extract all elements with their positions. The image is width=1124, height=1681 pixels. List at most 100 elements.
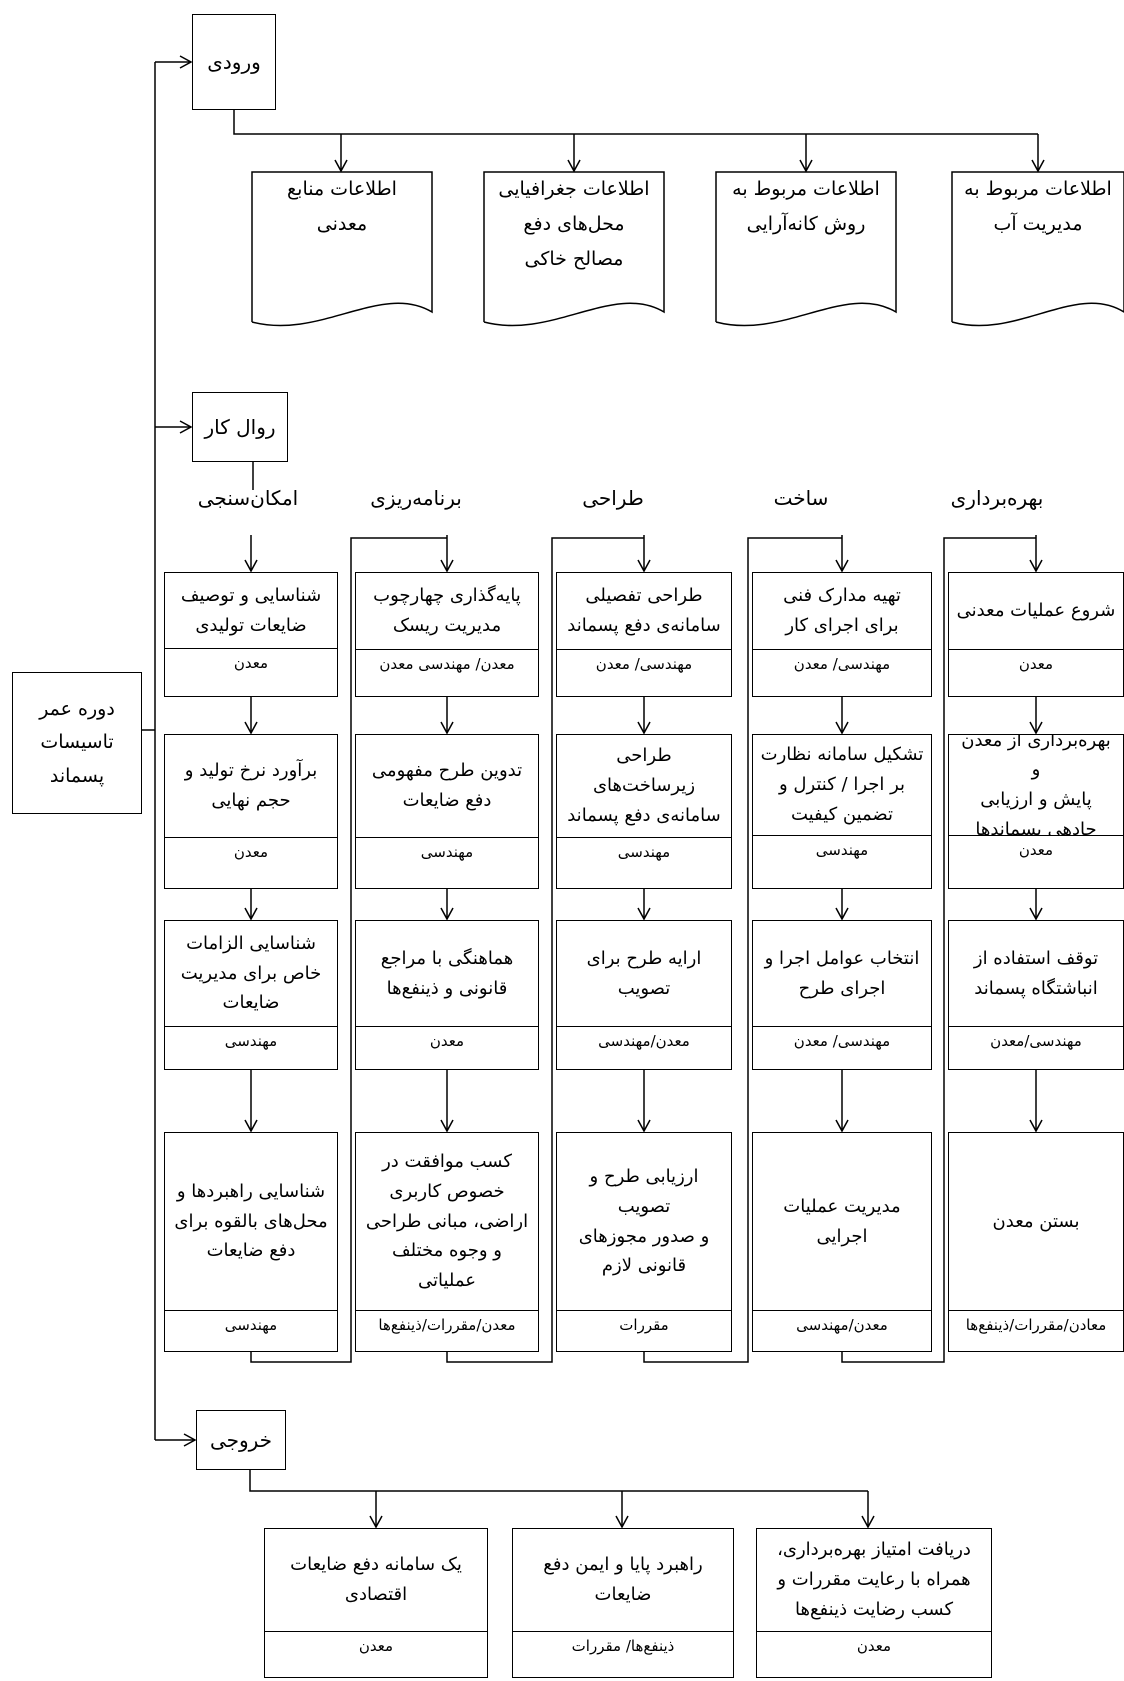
input-document-shape	[251, 171, 433, 327]
phase-arrow-2-head	[637, 559, 651, 573]
section-input: ورودی	[192, 14, 276, 110]
step-owner: مهندسی/ معدن	[753, 649, 931, 696]
step-owner: معدن	[165, 648, 337, 696]
step-arrow-4-1-head	[1029, 907, 1043, 921]
step-box: مدیریت عملیات اجرایی معدن/مهندسی	[752, 1132, 932, 1352]
step-text: طراحی تفصیلی سامانه‌ی دفع پسماند	[567, 585, 721, 636]
step-text: برآورد نرخ تولید و حجم نهایی	[184, 760, 318, 811]
step-text: شناسایی الزامات خاص برای مدیریت ضایعات	[180, 932, 322, 1014]
output-owner: معدن	[265, 1631, 487, 1677]
output-box: یک سامانه دفع ضایعات اقتصادی معدن	[264, 1528, 488, 1678]
step-owner: معدن	[165, 837, 337, 888]
step-text: کسب موافقت در خصوص کاربری اراضی، مبانی ط…	[365, 1151, 529, 1292]
arrow-to-output-1-head	[615, 1515, 629, 1529]
phase-operation-label: بهره‌برداری	[950, 486, 1044, 510]
step-arrow-3-2-head	[835, 1119, 849, 1133]
phase-return-connector-3	[841, 537, 1036, 1363]
lifecycle-box: دوره عمر تاسیسات پسماند	[12, 672, 142, 814]
step-owner: مهندسی	[753, 835, 931, 888]
phase-return-connector-0	[250, 537, 447, 1363]
step-arrow-0-2-head	[244, 1119, 258, 1133]
step-arrow-2-1-head	[637, 907, 651, 921]
phase-feasibility-label: امکان‌سنجی	[197, 486, 299, 510]
step-box: کسب موافقت در خصوص کاربری اراضی، مبانی ط…	[355, 1132, 539, 1352]
step-owner: معدن/مهندسی	[753, 1310, 931, 1351]
step-arrow-2-0-head	[637, 721, 651, 735]
input-document: اطلاعات مربوط به مدیریت آب	[964, 178, 1112, 236]
step-owner: معدن	[949, 835, 1123, 888]
phase-return-connector-2	[643, 537, 842, 1363]
arrow-to-output-head	[183, 1433, 197, 1447]
arrow-to-output-2-head	[861, 1515, 875, 1529]
output-bus	[249, 1470, 868, 1492]
step-box: هماهنگی با مراجع قانونی و ذینفع‌ها معدن	[355, 920, 539, 1070]
step-owner: معدن/مهندسی	[557, 1026, 731, 1069]
step-box: بستن معدن معادن/مقررات/ذینفع‌ها	[948, 1132, 1124, 1352]
step-owner: مهندسی	[557, 837, 731, 888]
step-text: تشکیل سامانه نظارت بر اجرا / کنترل و تضم…	[760, 744, 924, 825]
step-box: ارایه طرح برای تصویب معدن/مهندسی	[556, 920, 732, 1070]
arrow-to-input-2-head	[799, 159, 813, 173]
phase-arrow-4-head	[1029, 559, 1043, 573]
step-arrow-3-0-head	[835, 721, 849, 735]
phase-arrow-3-head	[835, 559, 849, 573]
input-document: اطلاعات مربوط به روش کانه‌آرایی	[732, 178, 880, 236]
arrow-to-input-0-head	[334, 159, 348, 173]
step-owner: مهندسی	[165, 1026, 337, 1069]
step-owner: مهندسی/معدن	[949, 1026, 1123, 1069]
arrow-to-input-3-head	[1031, 159, 1045, 173]
step-text: ارایه طرح برای تصویب	[586, 947, 702, 999]
output-box: دریافت امتیاز بهره‌برداری، همراه با رعای…	[756, 1528, 992, 1678]
step-box: طراحی تفصیلی سامانه‌ی دفع پسماند مهندسی/ …	[556, 572, 732, 697]
arrow-to-output-0-head	[369, 1515, 383, 1529]
step-arrow-4-2-head	[1029, 1119, 1043, 1133]
input-bus	[233, 110, 1038, 135]
step-arrow-1-0-head	[440, 721, 454, 735]
step-text: بستن معدن	[992, 1210, 1080, 1232]
phase-design-label: طراحی	[582, 486, 644, 510]
step-owner: معدن/مقررات/ذینفع‌ها	[356, 1310, 538, 1351]
step-owner: معدن/ مهندسی معدن	[356, 649, 538, 696]
output-owner: ذینفع‌ها/ مقررات	[513, 1631, 733, 1677]
phase-return-connector-1	[446, 537, 644, 1363]
step-text: انتخاب عوامل اجرا و اجرای طرح	[764, 947, 920, 999]
step-text: هماهنگی با مراجع قانونی و ذینفع‌ها	[380, 947, 514, 999]
input-document: اطلاعات جغرافیایی محل‌های دفع مصالح خاکی	[498, 178, 650, 271]
step-text: تهیه مدارک فنی برای اجرای کار	[783, 585, 901, 636]
arrow-to-input-1-head	[567, 159, 581, 173]
step-owner: مهندسی	[165, 1310, 337, 1351]
step-arrow-1-2-head	[440, 1119, 454, 1133]
step-box: تهیه مدارک فنی برای اجرای کار مهندسی/ معد…	[752, 572, 932, 697]
step-text: بهره‌برداری از معدن و پایش و ارزیابی جاد…	[961, 735, 1111, 835]
step-text: مدیریت عملیات اجرایی	[783, 1195, 901, 1247]
step-box: شناسایی راهبردها و محل‌های بالقوه برای د…	[164, 1132, 338, 1352]
output-text: راهبرد پایا و ایمن دفع ضایعات	[543, 1554, 703, 1605]
output-text: یک سامانه دفع ضایعات اقتصادی	[290, 1554, 462, 1605]
arrow-to-input-head	[179, 55, 193, 69]
step-arrow-0-0-head	[244, 721, 258, 735]
step-box: شناسایی الزامات خاص برای مدیریت ضایعات مه…	[164, 920, 338, 1070]
step-arrow-4-0-head	[1029, 721, 1043, 735]
step-text: پایه‌گذاری چهارچوب مدیریت ریسک	[373, 585, 521, 636]
step-box: برآورد نرخ تولید و حجم نهایی معدن	[164, 734, 338, 889]
phase-planning-label: برنامه‌ریزی	[370, 486, 462, 510]
output-box: راهبرد پایا و ایمن دفع ضایعات ذینفع‌ها/ م…	[512, 1528, 734, 1678]
step-owner: معدن	[356, 1026, 538, 1069]
step-owner: معدن	[949, 649, 1123, 696]
step-box: ارزیابی طرح و تصویب و صدور مجوزهای قانون…	[556, 1132, 732, 1352]
step-owner: مهندسی	[356, 837, 538, 888]
step-arrow-3-1-head	[835, 907, 849, 921]
section-output: خروجی	[196, 1410, 286, 1470]
phase-construction-label: ساخت	[773, 486, 829, 510]
phase-arrow-1-head	[440, 559, 454, 573]
step-owner: معادن/مقررات/ذینفع‌ها	[949, 1310, 1123, 1351]
input-document: اطلاعات منابع معدنی	[287, 178, 397, 236]
step-owner: مهندسی/ معدن	[557, 649, 731, 696]
step-arrow-2-2-head	[637, 1119, 651, 1133]
